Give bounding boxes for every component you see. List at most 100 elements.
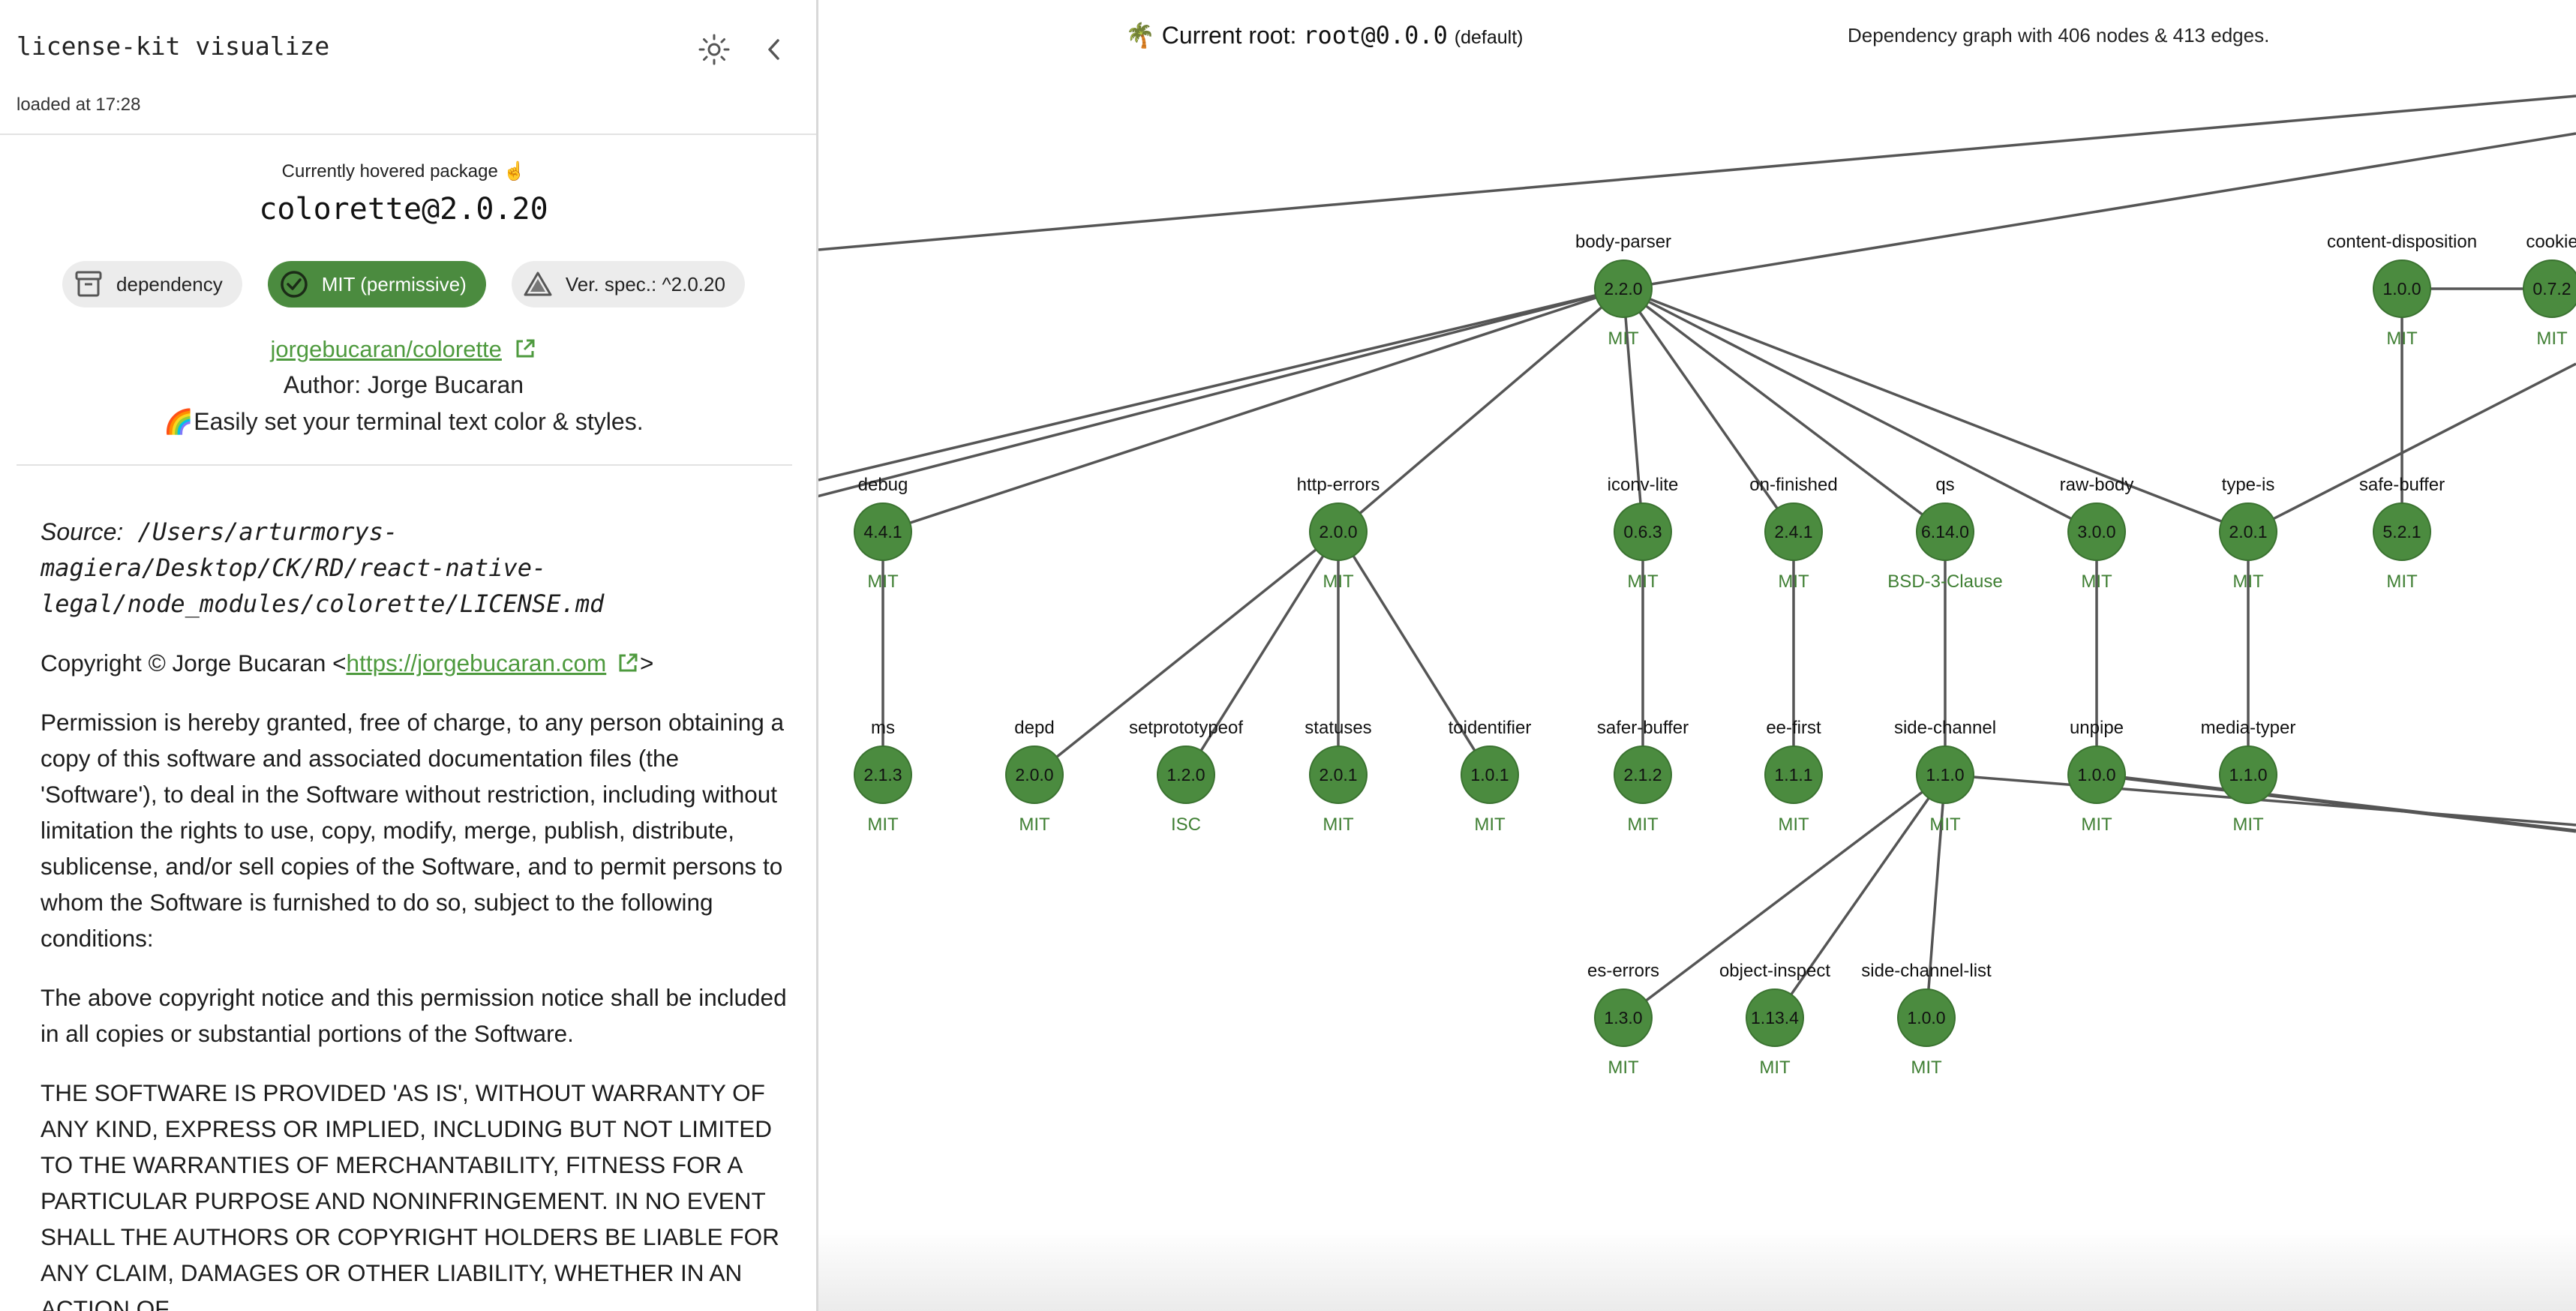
theme-toggle-button[interactable] [690,26,738,74]
edge [1184,531,1340,776]
node-license: MIT [2081,814,2112,835]
node-circle [2219,502,2277,561]
node-name: type-is [2222,475,2275,495]
license-chip-label: MIT (permissive) [321,272,467,296]
node-circle [2067,746,2126,804]
repo-link[interactable]: jorgebucaran/colorette [270,336,502,362]
node-circle [854,502,912,561]
node-version: 1.0.0 [1907,1008,1945,1028]
check-circle-icon [280,271,308,298]
node-license: MIT [867,572,899,592]
node-license: MIT [1627,572,1659,592]
node-version: 1.3.0 [1604,1008,1642,1028]
sidebar: license-kit visualize loaded at 17:28 Cu… [0,0,818,1311]
node-circle [1916,746,1974,804]
node-name: es-errors [1587,961,1659,981]
version-spec-label: Ver. spec.: ^2.0.20 [565,272,725,296]
edge [1623,287,2097,533]
node-name: side-channel [1894,718,1996,738]
node-license: MIT [2386,328,2418,349]
node-circle [2219,746,2277,804]
license-chip: MIT (permissive) [267,261,486,308]
node-name: toidentifier [1449,718,1532,738]
node-version: 2.0.1 [1319,765,1357,784]
root-default-label: (default) [1454,27,1524,48]
node-license: MIT [1929,814,1961,835]
node-name: ms [871,718,895,738]
edge-offscreen [2247,362,2576,533]
node-circle [2373,260,2431,318]
edge [1773,773,1947,1019]
node-license: MIT [1474,814,1506,835]
node-version: 4.4.1 [863,522,902,542]
edge-layer [818,94,2576,1019]
edge-offscreen [1623,132,2576,290]
node-version: 1.0.1 [1470,765,1509,784]
node-name: body-parser [1575,232,1671,252]
node-license: BSD-3-Clause [1887,572,2002,592]
license-source: Source: /Users/arturmorys-magiera/Deskto… [41,514,791,622]
version-spec-chip: Ver. spec.: ^2.0.20 [511,261,745,308]
edge [1033,530,1340,776]
node-license: MIT [1778,572,1809,592]
node-license: MIT [2232,572,2264,592]
node-license: ISC [1171,814,1201,835]
edge [1622,287,1795,533]
node-circle [1157,746,1215,804]
package-icon [75,271,102,297]
loaded-timestamp: loaded at 17:28 [17,94,141,115]
edge [1622,287,1947,533]
dependency-graph[interactable]: 🌴 Current root: root@0.0.0 (default) Dep… [818,0,2576,1311]
node-circle [2373,502,2431,561]
license-text: Source: /Users/arturmorys-magiera/Deskto… [41,514,791,1311]
source-label: Source: [41,518,124,545]
node-circle [2067,502,2126,561]
edge-offscreen [2096,772,2576,833]
node-version: 3.0.0 [2077,522,2115,542]
collapse-sidebar-button[interactable] [750,26,798,74]
node-version: 2.0.1 [2229,522,2267,542]
node-name: raw-body [2060,475,2134,495]
node-version: 1.0.0 [2077,765,2115,784]
graph-bottom-shade [818,1228,2576,1311]
external-link-icon [619,653,638,672]
copyright-link[interactable]: https://jorgebucaran.com [346,650,607,676]
node-circle [1614,502,1672,561]
node-circle [1746,988,1804,1047]
license-paragraph-1: Permission is hereby granted, free of ch… [41,709,785,952]
edge-offscreen [818,287,1624,482]
node-license: MIT [1323,814,1354,835]
edge-offscreen [818,287,1624,498]
node-license: MIT [1608,328,1639,349]
node-version: 1.1.0 [1926,765,1964,784]
root-name: root@0.0.0 [1303,21,1448,50]
node-name: media-typer [2201,718,2296,738]
node-name: debug [858,475,908,495]
